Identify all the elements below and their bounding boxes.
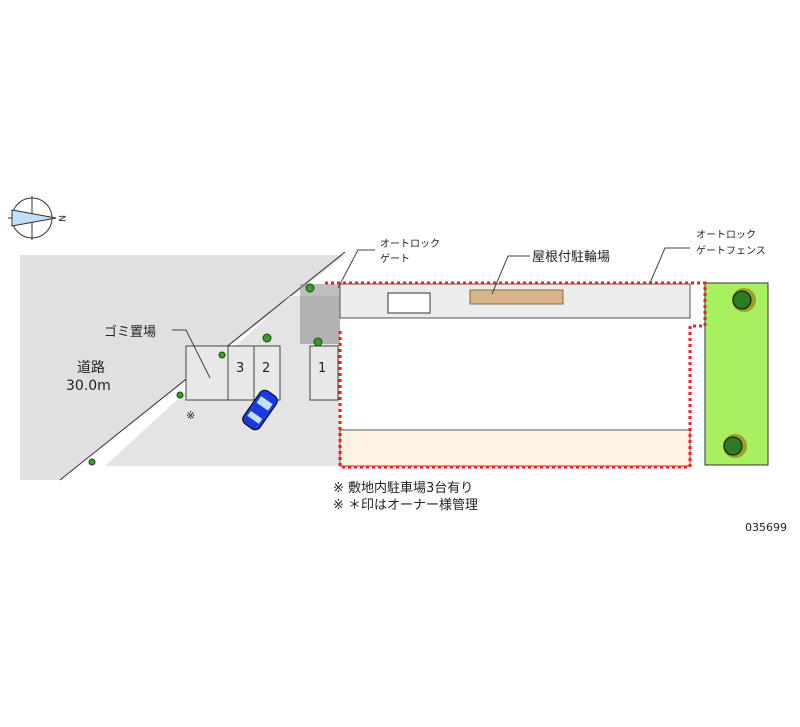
note-parking: ※ 敷地内駐車場3台有り (333, 480, 473, 496)
compass-north-label: N (56, 215, 66, 222)
owner-managed-mark: ※ (186, 409, 195, 422)
property-code: 035699 (745, 521, 787, 534)
shrub-icons (88, 283, 323, 466)
garbage-area-label: ゴミ置場 (104, 324, 156, 340)
car-icon (242, 389, 278, 431)
autolock-gate-label: オートロック (380, 238, 440, 250)
bicycle-parking (469, 289, 564, 305)
tree-icon (732, 288, 756, 312)
autolock-gate-fence-label-2: ゲートフェンス (696, 245, 766, 257)
leader-lines (172, 247, 690, 379)
road-label: 道路 (77, 360, 105, 376)
compass-icon: N (8, 196, 66, 240)
autolock-fence-line (325, 281, 707, 469)
rear-yard (339, 429, 691, 467)
note-owner-managed: ※ ＊印はオーナー様管理 (333, 498, 478, 513)
autolock-gate-label-2: ゲート (380, 253, 410, 265)
parking-space-2: 2 (262, 361, 270, 376)
covered-bicycle-parking-label: 屋根付駐輪場 (532, 249, 610, 265)
parking-space-3: 3 (236, 361, 244, 376)
autolock-gate-fence-label: オートロック (696, 229, 756, 241)
entrance-paving (300, 284, 340, 344)
road-area (20, 255, 345, 480)
tree-icon (723, 434, 747, 458)
parking-stalls (185, 345, 339, 401)
parking-space-1: 1 (318, 361, 326, 376)
road-width-label: 30.0m (66, 378, 111, 394)
stairs (387, 292, 431, 314)
